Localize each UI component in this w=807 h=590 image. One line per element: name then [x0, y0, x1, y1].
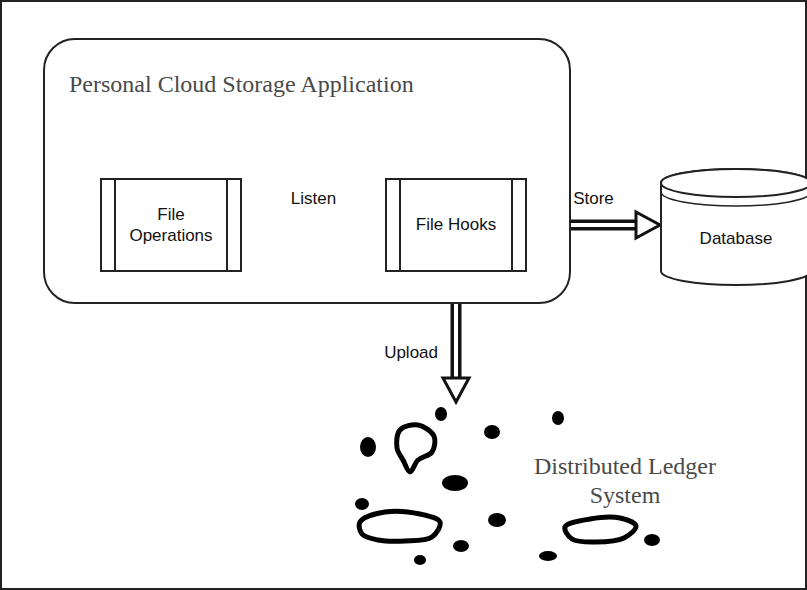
cylinder-top	[661, 169, 807, 197]
cylinder-body	[661, 169, 807, 285]
ledger-blob	[359, 511, 440, 541]
ledger-node-dot	[552, 411, 564, 425]
application-container: Personal Cloud Storage ApplicationFile O…	[43, 38, 571, 304]
ledger-node-dot	[442, 475, 468, 491]
ledger-blob	[397, 425, 435, 472]
ledger-cloud: Distributed Ledger System	[350, 402, 790, 582]
node-label: File Hooks	[416, 214, 496, 235]
ledger-blob	[565, 517, 636, 542]
database-cylinder: Database	[660, 168, 807, 286]
process-side-bar	[114, 180, 116, 270]
process-box: File Hooks	[385, 178, 527, 272]
ledger-node-dot	[488, 513, 506, 527]
edge-label: Listen	[289, 189, 338, 209]
ledger-node-dot	[435, 407, 447, 421]
container-title: Personal Cloud Storage Application	[69, 70, 414, 99]
process-side-bar	[511, 180, 513, 270]
process-box: File Operations	[100, 178, 242, 272]
node-label: File Operations	[122, 204, 220, 247]
cylinder-outline	[660, 168, 807, 286]
ledger-node-dot	[355, 498, 369, 510]
ledger-node-dot	[539, 551, 557, 561]
ledger-node-dot	[414, 555, 426, 565]
ledger-blobs	[350, 402, 790, 582]
ledger-node-dot	[360, 437, 376, 457]
cylinder-ring	[661, 192, 807, 206]
edge-label: Store	[571, 189, 616, 209]
ledger-node-dot	[484, 425, 500, 439]
edge-label: Upload	[382, 343, 440, 363]
arrow-head	[636, 212, 660, 238]
process-side-bar	[226, 180, 228, 270]
ledger-label: Distributed Ledger System	[500, 452, 750, 510]
ledger-node-dot	[644, 534, 660, 546]
process-side-bar	[399, 180, 401, 270]
ledger-node-dot	[453, 540, 469, 552]
arrow-head	[443, 378, 469, 402]
node-label: Database	[660, 228, 807, 249]
